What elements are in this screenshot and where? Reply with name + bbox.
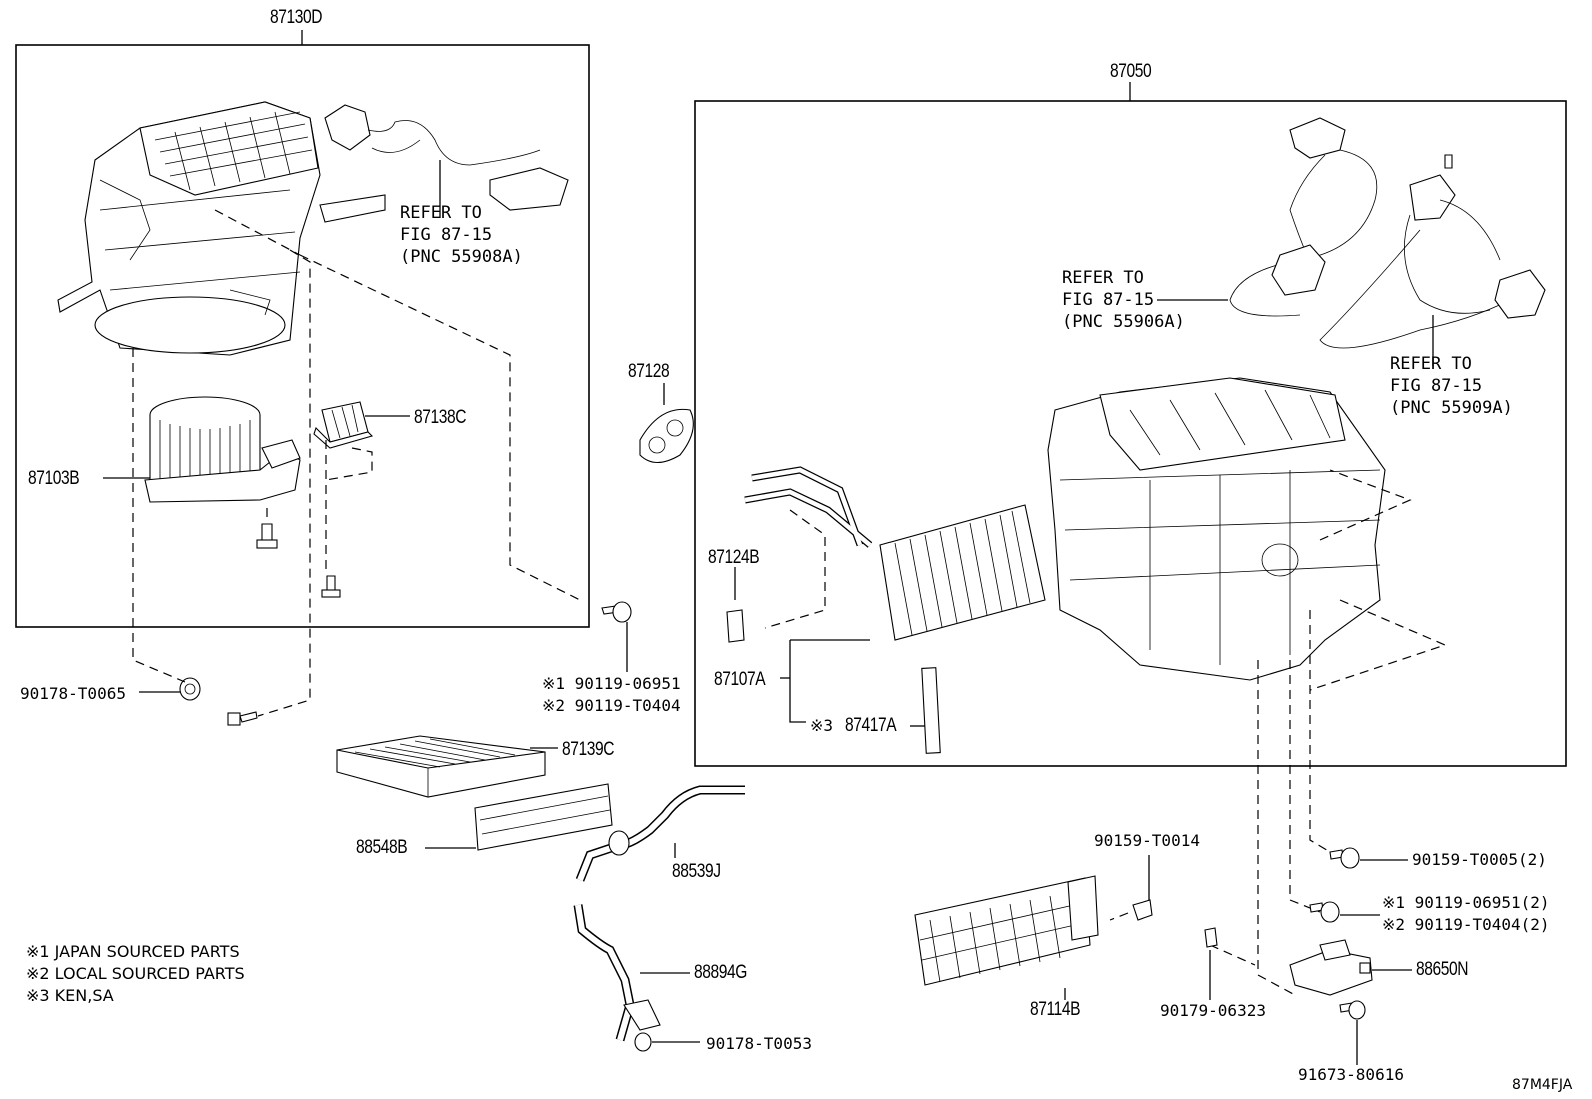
blower-motor-illustration: [144, 396, 301, 503]
label-87103B[interactable]: 87103B: [28, 468, 80, 489]
label-87417A-mark: ※3: [810, 716, 834, 735]
filter-cover-illustration: [474, 783, 613, 851]
blower-resistor-illustration: [313, 401, 374, 449]
label-87128[interactable]: 87128: [628, 361, 670, 382]
label-90119-T0404-a[interactable]: ※2 90119-T0404: [542, 696, 681, 715]
footnote-2: ※2 LOCAL SOURCED PARTS: [26, 964, 245, 983]
ref3-line2: FIG 87-15: [1390, 376, 1483, 396]
blower-housing-illustration: [57, 101, 386, 356]
label-87050[interactable]: 87050: [1110, 61, 1152, 82]
label-88894G[interactable]: 88894G: [694, 962, 747, 983]
label-90119-06951-a[interactable]: ※1 90119-06951: [542, 674, 681, 693]
grommet-illustration: [639, 408, 694, 464]
sensor-illustration: [1289, 939, 1373, 996]
hvac-unit-illustration: [1047, 377, 1386, 681]
ref2-line2: FIG 87-15: [1062, 290, 1155, 310]
clip-illustration-87124B: [726, 609, 745, 643]
clip-icon-90179: [1204, 927, 1218, 948]
label-88539J[interactable]: 88539J: [672, 861, 721, 882]
label-87417A[interactable]: 87417A: [845, 715, 897, 736]
label-88650N[interactable]: 88650N: [1416, 959, 1469, 980]
label-90179-06323[interactable]: 90179-06323: [1160, 1001, 1266, 1020]
ref3-line1: REFER TO: [1390, 354, 1472, 374]
heater-core-illustration: [744, 466, 1046, 641]
bolt-icons-right: [1309, 847, 1366, 1020]
ref1-line2: FIG 87-15: [400, 225, 493, 245]
insulator-illustration: [921, 667, 941, 754]
footnote-3: ※3 KEN,SA: [26, 986, 114, 1005]
ref1-line3: (PNC 55908A): [400, 247, 523, 267]
label-87138C[interactable]: 87138C: [414, 407, 467, 428]
label-90159-T0005[interactable]: 90159-T0005(2): [1412, 850, 1547, 869]
ref3-line3: (PNC 55909A): [1390, 398, 1513, 418]
label-88548B[interactable]: 88548B: [356, 837, 408, 858]
cabin-filter-illustration: [336, 735, 546, 798]
ref1-line1: REFER TO: [400, 203, 482, 223]
label-90178-T0053[interactable]: 90178-T0053: [706, 1034, 812, 1053]
servo-harness-1-illustration: [324, 104, 569, 211]
clip-icon-90178: [634, 1032, 652, 1052]
label-90178-T0065[interactable]: 90178-T0065: [20, 684, 126, 703]
ptc-heater-illustration: [914, 875, 1099, 986]
label-87124B[interactable]: 87124B: [708, 547, 760, 568]
label-87107A[interactable]: 87107A: [714, 669, 766, 690]
label-91673-80616[interactable]: 91673-80616: [1298, 1065, 1404, 1084]
footnote-1: ※1 JAPAN SOURCED PARTS: [26, 942, 240, 961]
label-90159-T0014[interactable]: 90159-T0014: [1094, 831, 1200, 850]
label-87139C[interactable]: 87139C: [562, 739, 615, 760]
bolt-icon-90159-T0014: [1132, 899, 1153, 921]
label-87114B[interactable]: 87114B: [1030, 999, 1081, 1020]
drain-hose-illustration: [573, 785, 745, 1042]
label-90119-06951-b[interactable]: ※1 90119-06951(2): [1382, 893, 1550, 912]
label-87130D[interactable]: 87130D: [270, 7, 323, 28]
label-90119-T0404-b[interactable]: ※2 90119-T0404(2): [1382, 915, 1550, 934]
ref2-line3: (PNC 55906A): [1062, 312, 1185, 332]
ref2-line1: REFER TO: [1062, 268, 1144, 288]
servo-harness-2-illustration: [1229, 117, 1546, 349]
screw-icons-left: [179, 523, 632, 726]
diagram-code: 87M4FJA: [1512, 1077, 1573, 1093]
